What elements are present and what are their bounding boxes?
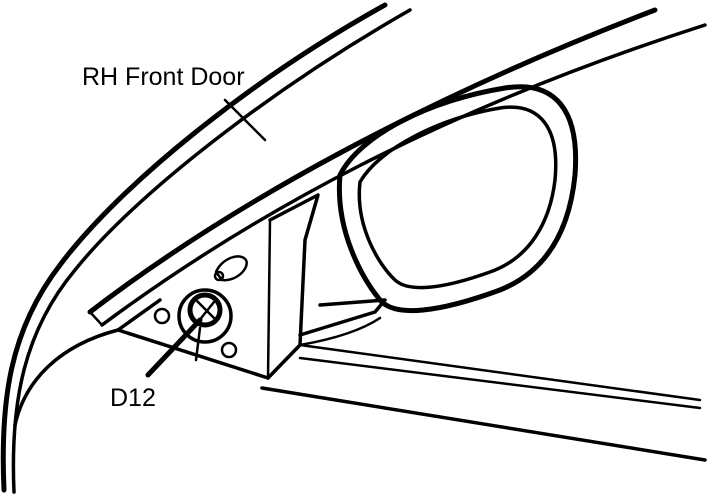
door-belt-line: [13, 328, 707, 462]
door-frame: [0, 2, 707, 494]
connector-label: D12: [110, 384, 156, 412]
mirror-housing: [336, 84, 579, 314]
connector-label-leader: [145, 317, 203, 378]
door-label-leader: [223, 98, 267, 142]
mounting-screw: [153, 255, 248, 359]
mirror-base: [116, 193, 320, 380]
mirror-stay: [298, 298, 387, 347]
door-label: RH Front Door: [82, 63, 245, 91]
